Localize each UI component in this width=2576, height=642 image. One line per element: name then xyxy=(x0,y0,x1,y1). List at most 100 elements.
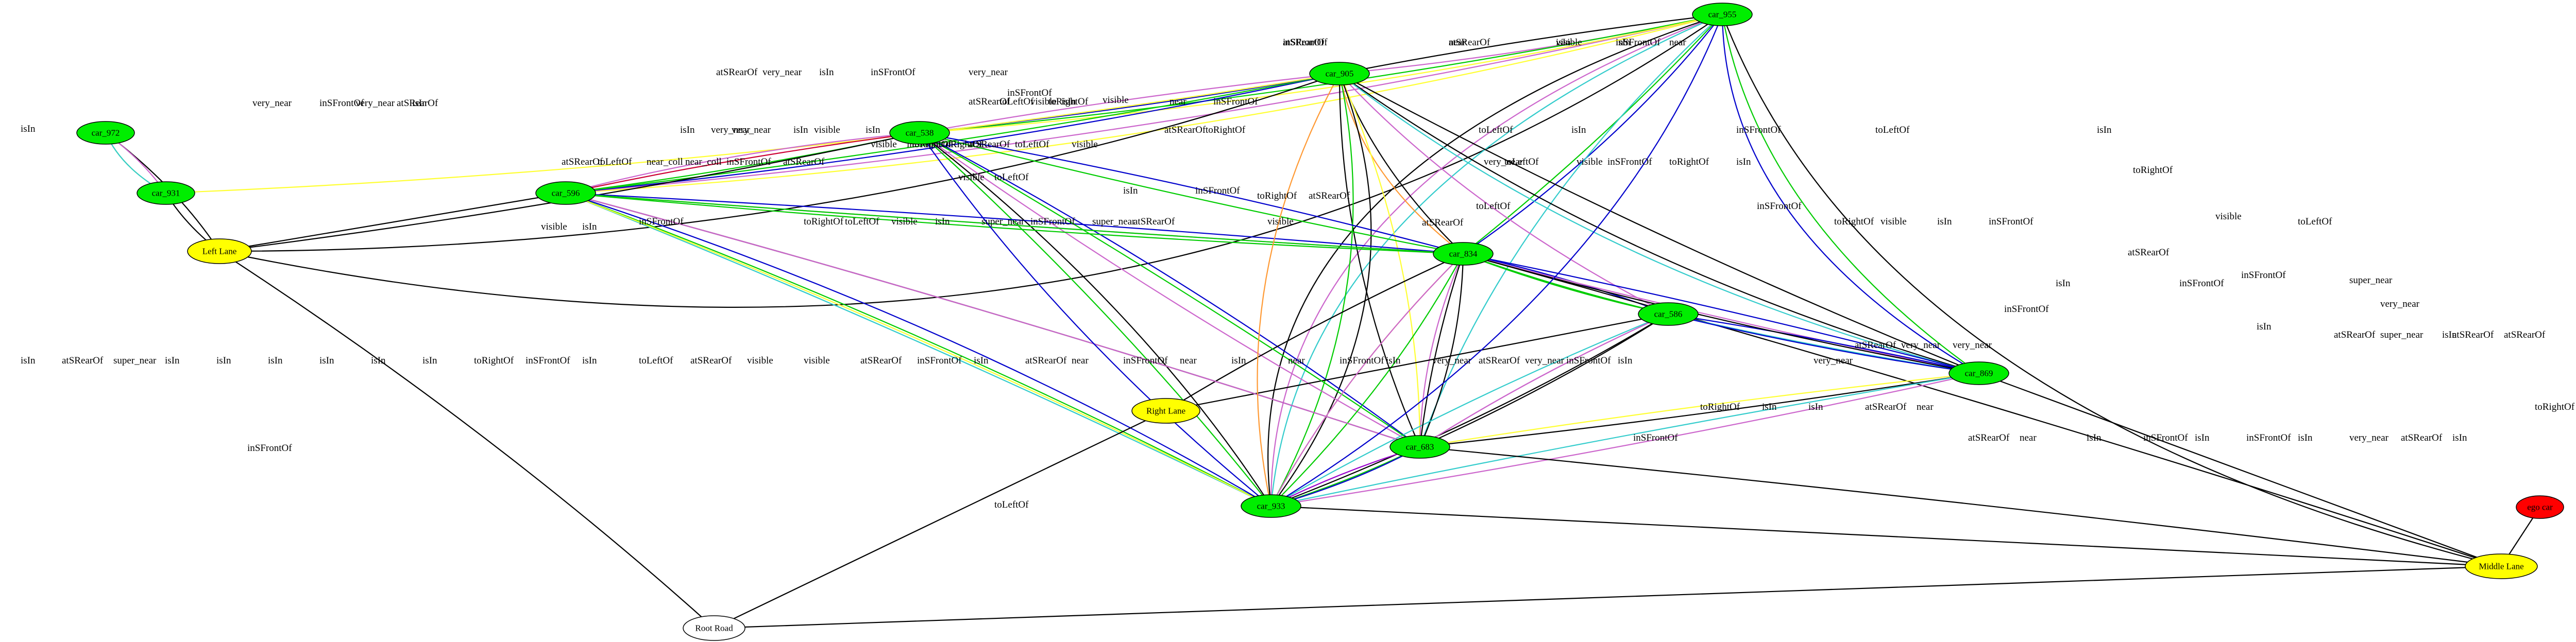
edge-label: toLeftOf xyxy=(1476,201,1511,212)
edge-car_683-to-car_834 xyxy=(1419,253,1465,447)
edge-car_683-to-middle_lane xyxy=(1419,446,2502,569)
edge-car_834-to-car_869 xyxy=(1463,253,1980,375)
node-car-538[interactable]: car_538 xyxy=(889,121,950,145)
edge-label: near xyxy=(1669,37,1686,48)
node-label: Left Lane xyxy=(202,247,237,256)
edge-car_869-to-car_683 xyxy=(1419,372,1979,450)
edge-label: toLeftOf xyxy=(2298,216,2332,227)
node-label: car_869 xyxy=(1965,369,1993,378)
edge-label: isIn xyxy=(319,355,334,366)
edge-label: very_near xyxy=(711,125,751,135)
edge-car_905-to-car_596 xyxy=(565,73,1340,197)
edge-car_955-to-car_905 xyxy=(1338,13,1723,76)
edge-label: inSFrontOf xyxy=(726,157,771,167)
edge-car_596-to-car_834 xyxy=(565,192,1464,258)
edge-label: near xyxy=(1180,355,1197,366)
edge-label: toRightOf xyxy=(804,216,844,227)
node-ellipse xyxy=(1948,361,2009,385)
edge-label: visible xyxy=(958,172,985,183)
node-root-road[interactable]: Root Road xyxy=(683,615,745,641)
edge-label: atSRearOf xyxy=(716,67,758,78)
node-left-lane[interactable]: Left Lane xyxy=(187,238,252,264)
edge-label: toRightOf xyxy=(1257,190,1297,201)
node-car-933[interactable]: car_933 xyxy=(1241,494,1301,518)
node-label: car_683 xyxy=(1406,442,1434,452)
edge-label: inSFrontOf xyxy=(917,355,962,366)
node-ellipse xyxy=(76,121,135,145)
edge-car_955-to-car_905 xyxy=(1338,13,1723,77)
edge-label: super_near xyxy=(113,355,157,366)
node-car-834[interactable]: car_834 xyxy=(1433,242,1494,266)
node-car-869[interactable]: car_869 xyxy=(1948,361,2009,385)
node-right-lane[interactable]: Right Lane xyxy=(1131,398,1200,424)
edge-label: inSFrontOf xyxy=(1736,125,1781,135)
node-label: ego car xyxy=(2527,502,2553,512)
edge-label: very_near xyxy=(732,125,771,135)
edge-label: atSRearOf xyxy=(1164,125,1206,135)
edge-label: atSRearOf xyxy=(62,355,104,366)
edge-label: isIn xyxy=(1736,157,1751,167)
edge-label: visible xyxy=(1072,139,1098,150)
edge-car_538-to-car_683 xyxy=(919,132,1421,447)
edge-label: toLeftOf xyxy=(639,355,673,366)
edge-label: toLeftOf xyxy=(1875,125,1910,135)
edge-label: near xyxy=(2020,432,2037,443)
edge-label: very_near xyxy=(355,98,395,109)
edge-label: isIn xyxy=(582,221,597,232)
edge-label: super_near xyxy=(1092,216,1136,227)
edge-label: atSRearOf xyxy=(2128,247,2170,258)
edge-car_955-to-car_834 xyxy=(1462,14,1723,254)
edge-car_905-to-car_869 xyxy=(1339,73,1980,375)
edge-label: atSRearOf xyxy=(969,96,1010,107)
edge-car_596-to-car_933 xyxy=(565,192,1272,507)
edge-label: atSRearOf xyxy=(1283,37,1325,48)
node-label: car_933 xyxy=(1257,501,1285,511)
edge-label: atSRearOf xyxy=(2452,329,2494,340)
edge-car_834-to-car_683 xyxy=(1419,253,1464,448)
edge-label: visible xyxy=(1556,37,1582,48)
node-car-683[interactable]: car_683 xyxy=(1389,435,1450,459)
edge-label: visible xyxy=(814,125,840,135)
node-ego-car[interactable]: ego car xyxy=(2516,495,2564,519)
edge-car_933-to-car_905 xyxy=(1257,73,1340,507)
node-car-596[interactable]: car_596 xyxy=(535,181,596,205)
edge-label: isIn xyxy=(1123,185,1138,196)
edge-car_596-to-car_834 xyxy=(565,192,1464,257)
edge-car_905-to-car_869 xyxy=(1339,73,1980,375)
node-car-905[interactable]: car_905 xyxy=(1309,62,1370,85)
node-middle-lane[interactable]: Middle Lane xyxy=(2465,553,2538,579)
edge-car_933-to-car_955 xyxy=(1270,13,1724,507)
edge-car_834-to-car_869 xyxy=(1463,253,1980,376)
edge-car_834-to-car_683 xyxy=(1416,253,1464,448)
edge-label: atSRearOf xyxy=(397,98,438,109)
node-car-972[interactable]: car_972 xyxy=(76,121,135,145)
edge-label: isIn xyxy=(1808,402,1823,412)
edge-label: isIn xyxy=(216,355,231,366)
edge-car_869-to-car_933 xyxy=(1270,372,1979,509)
edge-car_955-to-car_869 xyxy=(1721,14,1980,374)
edge-label: isIn xyxy=(1231,355,1246,366)
edge-label: toLeftOf xyxy=(999,96,1034,107)
edge-label: toLeftOf xyxy=(598,157,632,167)
edge-label: visible xyxy=(871,139,897,150)
edge-label: toRightOf xyxy=(1669,157,1709,167)
edge-label: isIn xyxy=(371,355,386,366)
edge-label: isIn xyxy=(1762,402,1777,412)
edge-label: isIn xyxy=(422,355,437,366)
edge-label: isIn xyxy=(1618,355,1633,366)
edge-label: toLeftOf xyxy=(1015,139,1049,150)
node-car-955[interactable]: car_955 xyxy=(1692,3,1753,26)
edge-label: toRightOf xyxy=(2133,165,2173,176)
node-car-586[interactable]: car_586 xyxy=(1638,302,1699,326)
edge-car_869-to-car_834 xyxy=(1462,252,1979,374)
edge-car_834-to-car_933 xyxy=(1270,253,1464,507)
edge-label: isIn xyxy=(2257,321,2272,332)
edge-label: atSRearOf xyxy=(1479,355,1520,366)
edge-label: visible xyxy=(1103,95,1129,106)
node-car-931[interactable]: car_931 xyxy=(137,181,195,205)
edge-car_955-to-car_538 xyxy=(919,13,1723,136)
node-label: car_586 xyxy=(1654,309,1683,319)
edge-label: very_near xyxy=(1484,157,1523,167)
edge-car_834-to-right_lane xyxy=(1165,253,1464,411)
edge-car_955-to-car_933 xyxy=(1267,13,1723,507)
